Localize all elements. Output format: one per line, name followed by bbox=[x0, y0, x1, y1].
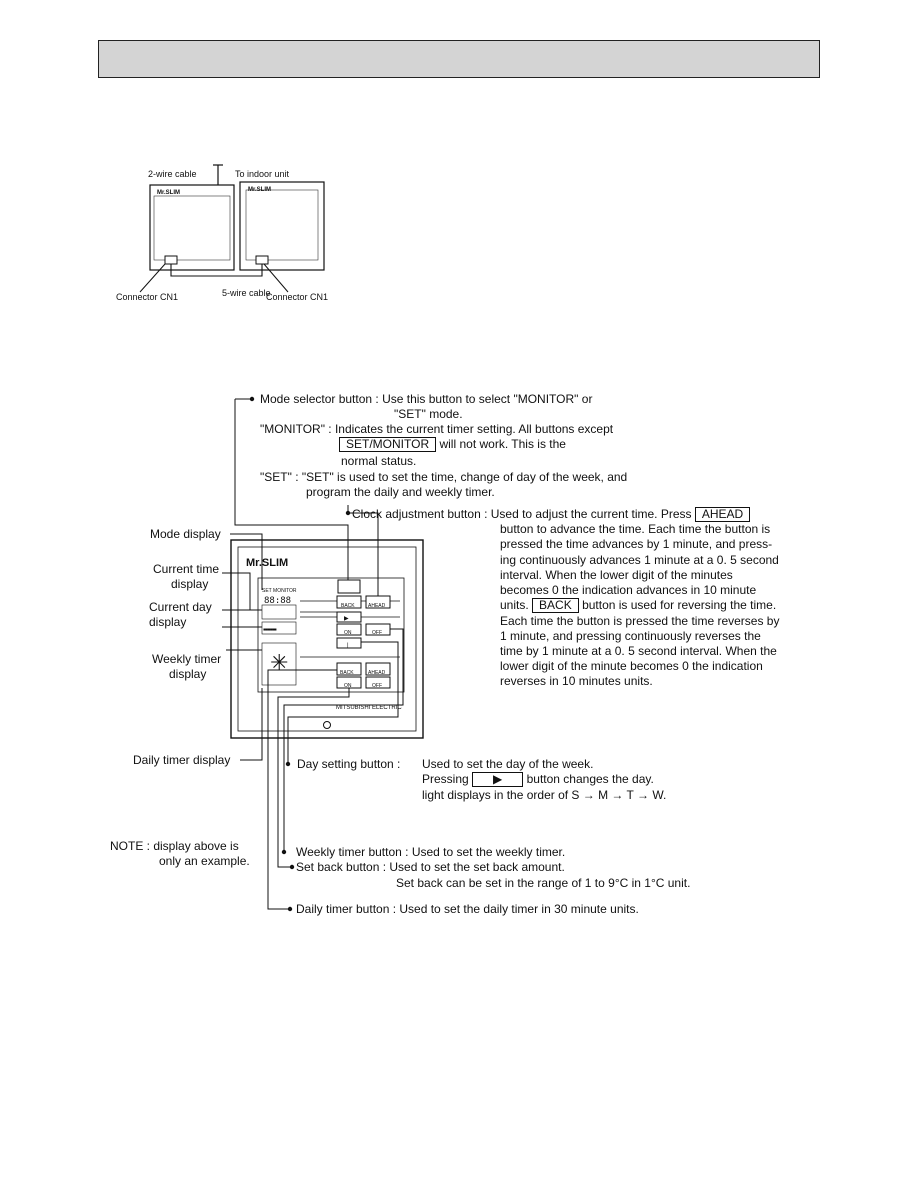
set-back-line1: Set back button : Used to set the set ba… bbox=[296, 860, 565, 874]
connector-cn1-left-label: Connector CN1 bbox=[116, 292, 179, 302]
clock-line7-pre: units. bbox=[500, 598, 529, 612]
five-wire-cable-label: 5-wire cable bbox=[222, 288, 271, 298]
clock-line7: units. BACK button is used for reversing… bbox=[500, 598, 776, 613]
on-button-1[interactable]: ON bbox=[344, 630, 352, 636]
monitor-line1: "MONITOR" : Indicates the current timer … bbox=[260, 422, 614, 436]
set-monitor-display: SET MONITOR bbox=[262, 588, 297, 594]
time-digits: 88:88 bbox=[264, 596, 292, 606]
note-line2: only an example. bbox=[159, 854, 250, 868]
current-day-label-1: Current day bbox=[149, 600, 212, 614]
mode-display-label: Mode display bbox=[150, 527, 221, 541]
mode-selector-line2: "SET" mode. bbox=[394, 407, 463, 421]
monitor-line3: normal status. bbox=[341, 454, 417, 468]
clock-line1: Clock adjustment button : Used to adjust… bbox=[352, 507, 751, 522]
clock-line1-text: Clock adjustment button : Used to adjust… bbox=[352, 507, 692, 521]
daily-timer-button-text: Daily timer button : Used to set the dai… bbox=[296, 902, 639, 916]
day-setting-line3: light displays in the order of S → M → T… bbox=[422, 788, 667, 802]
note-line1: NOTE : display above is bbox=[110, 839, 239, 853]
monitor-line2-rest: will not work. This is the bbox=[439, 437, 566, 451]
clock-line7-post: button is used for reversing the time. bbox=[582, 598, 777, 612]
clock-line3: pressed the time advances by 1 minute, a… bbox=[500, 537, 773, 551]
back-button[interactable]: BACK bbox=[341, 603, 355, 609]
current-day-label-2: display bbox=[149, 615, 187, 629]
set-back-line2: Set back can be set in the range of 1 to… bbox=[396, 876, 691, 890]
set-monitor-key: SET/MONITOR bbox=[339, 437, 437, 452]
connector-cn1-right-label: Connector CN1 bbox=[266, 292, 329, 302]
day-indicator-row: ▪▪▪▪▪▪▪ bbox=[263, 625, 277, 634]
clock-line8: Each time the button is pressed the time… bbox=[500, 614, 780, 628]
right-unit-logo: Mr.SLIM bbox=[248, 187, 272, 193]
ahead-button-2[interactable]: AHEAD bbox=[368, 670, 386, 676]
clock-line9: 1 minute, and pressing continuously reve… bbox=[500, 629, 761, 643]
clock-line4: ing continuously advances 1 minute at a … bbox=[500, 553, 779, 567]
set-line1: "SET" : "SET" is used to set the time, c… bbox=[260, 470, 628, 484]
clock-line6: becomes 0 the indication advances in 10 … bbox=[500, 583, 757, 597]
on-button-2[interactable]: ON bbox=[344, 683, 352, 689]
weekly-timer-display-label-2: display bbox=[169, 667, 207, 681]
section-header-bar bbox=[98, 40, 820, 78]
set-line2: program the daily and weekly timer. bbox=[306, 485, 495, 499]
controller-logo: Mr.SLIM bbox=[246, 557, 289, 569]
off-button-1[interactable]: OFF bbox=[372, 630, 382, 636]
weekly-timer-display-label-1: Weekly timer bbox=[152, 652, 222, 666]
daily-timer-display-label: Daily timer display bbox=[133, 753, 231, 767]
current-time-label-2: display bbox=[171, 577, 209, 591]
mode-selector-title: Mode selector button : Use this button t… bbox=[260, 392, 593, 406]
back-key: BACK bbox=[532, 598, 579, 613]
day-setting-button[interactable]: ▶ bbox=[344, 616, 349, 622]
clock-line10: time by 1 minute at a 0. 5 second interv… bbox=[500, 644, 777, 658]
ahead-key: AHEAD bbox=[694, 507, 751, 522]
day-setting-title: Day setting button : bbox=[297, 757, 401, 771]
clock-line12: reverses in 10 minutes units. bbox=[500, 674, 653, 688]
clock-line5: interval. When the lower digit of the mi… bbox=[500, 568, 733, 582]
day-setting-line2-post: button changes the day. bbox=[526, 772, 654, 786]
set-back-button[interactable]: BACK bbox=[340, 670, 354, 676]
weekly-timer-button-text: Weekly timer button : Used to set the we… bbox=[296, 845, 566, 859]
to-indoor-unit-label: To indoor unit bbox=[235, 169, 290, 179]
two-wire-cable-label: 2-wire cable bbox=[148, 169, 197, 179]
ahead-button[interactable]: AHEAD bbox=[368, 603, 386, 609]
day-setting-line1: Used to set the day of the week. bbox=[422, 757, 594, 771]
day-setting-line2: Pressing ▶ button changes the day. bbox=[422, 772, 654, 787]
clock-line2: button to advance the time. Each time th… bbox=[500, 522, 771, 536]
monitor-line2: SET/MONITOR will not work. This is the bbox=[339, 437, 566, 452]
clock-line11: lower digit of the minute becomes 0 the … bbox=[500, 659, 763, 673]
off-button-2[interactable]: OFF bbox=[372, 683, 382, 689]
brand-label: MITSUBISHI ELECTRIC bbox=[336, 705, 402, 711]
day-setting-line2-pre: Pressing bbox=[422, 772, 469, 786]
left-unit-logo: Mr.SLIM bbox=[157, 190, 181, 196]
arrow-key: ▶ bbox=[472, 772, 524, 787]
weekly-timer-display-icon: ✳ bbox=[270, 650, 289, 675]
weekly-timer-button[interactable]: | bbox=[347, 643, 349, 649]
current-time-label-1: Current time bbox=[153, 562, 220, 576]
